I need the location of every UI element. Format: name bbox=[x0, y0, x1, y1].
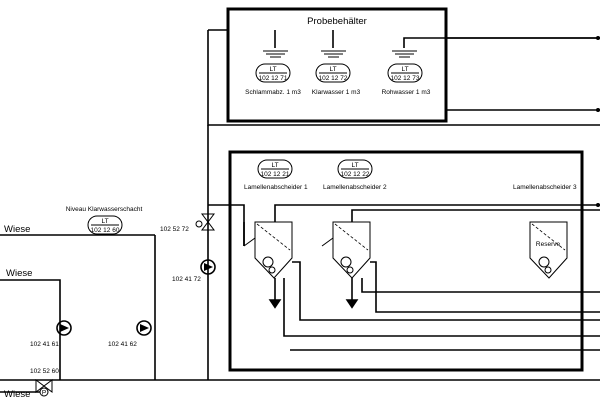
lamella-1-label: Lamellenabscheider 1 bbox=[244, 184, 308, 191]
pump-102-41-62-body bbox=[136, 320, 152, 336]
valve-bottom-label: 102 52 60 bbox=[30, 368, 59, 375]
middle-riser: 102 52 72 102 41 72 bbox=[160, 125, 216, 380]
lamella-container-frame bbox=[228, 150, 584, 372]
lamella-separator-3-body bbox=[529, 221, 568, 279]
probe-sensor-1-name: Schlammabz. 1 m3 bbox=[245, 89, 301, 96]
probe-sensor-1-id: 102 12 71 bbox=[259, 75, 288, 82]
shaft-title: Niveau Klarwasserschacht bbox=[66, 206, 143, 213]
lamella-separator-3-pump-inner bbox=[544, 266, 552, 274]
lamella-sensor-1-id: 102 12 21 bbox=[261, 171, 290, 178]
pipe-wiese-2 bbox=[0, 279, 61, 380]
probe-sensor-1-bubble bbox=[255, 63, 291, 83]
probe-tank-2 bbox=[321, 30, 346, 58]
valve-102-52-60-positioner bbox=[39, 387, 49, 397]
lamella-separator-1-pump-inner bbox=[268, 266, 276, 274]
wiese-label-3: Wiese bbox=[4, 389, 30, 400]
lamella-separator-3[interactable]: Reserve bbox=[529, 221, 568, 279]
pipe-end-dot-2 bbox=[596, 108, 600, 112]
lamella-sensor-2-bubble bbox=[337, 159, 373, 179]
lamella-sensor-1[interactable]: LT 102 12 21 bbox=[257, 159, 293, 179]
lamella-separator-2-inlet-stub bbox=[321, 237, 334, 247]
pipe-feed-lamella-1 bbox=[274, 204, 600, 222]
lamella-2-label: Lamellenabscheider 2 bbox=[323, 184, 387, 191]
pump-102-41-62-arrow bbox=[140, 324, 149, 332]
valve-top-label: 102 52 72 bbox=[160, 226, 189, 233]
pipe-outlet-lamella-2 bbox=[361, 278, 600, 293]
valve-102-52-72[interactable] bbox=[195, 213, 215, 231]
lamella-separator-1-body bbox=[254, 221, 293, 279]
lamella-separator-2-plates bbox=[334, 223, 369, 251]
probe-sensor-3[interactable]: LT 102 12 73 bbox=[387, 63, 423, 83]
pump-left-label: 102 41 61 bbox=[30, 341, 59, 348]
lamella-separator-2-pump-inner bbox=[346, 266, 354, 274]
lamella-separator-1-plates bbox=[256, 223, 291, 251]
probe-tank-3 bbox=[392, 37, 600, 58]
valve-102-52-60-body bbox=[35, 379, 53, 393]
lamella-separator-2[interactable] bbox=[321, 221, 371, 279]
valve-positioner-p: P bbox=[42, 390, 46, 397]
pump-102-41-72-arrow bbox=[204, 263, 213, 271]
valve-102-52-72-actuator bbox=[195, 220, 203, 228]
probe-sensor-2-tag: LT bbox=[329, 66, 336, 73]
probe-sensor-2-name: Klarwasser 1 m3 bbox=[312, 89, 361, 96]
pump-102-41-72[interactable] bbox=[200, 259, 216, 275]
lamella-separator-2-pump bbox=[340, 256, 352, 268]
lamella-sensor-1-tag: LT bbox=[271, 162, 278, 169]
probe-sensor-3-name: Rohwasser 1 m3 bbox=[382, 89, 431, 96]
lamella-3-label: Lamellenabscheider 3 bbox=[513, 184, 577, 191]
probe-container: Probebehälter bbox=[226, 7, 448, 123]
probe-sensor-1[interactable]: LT 102 12 71 bbox=[255, 63, 291, 83]
lamella-separator-3-reserve-label: Reserve bbox=[536, 241, 561, 248]
lamella-separator-1-pump bbox=[262, 256, 274, 268]
probe-tank-3-outlet bbox=[403, 37, 600, 48]
lamella-separator-3-plates bbox=[531, 223, 566, 251]
pump-102-41-61-body bbox=[56, 320, 72, 336]
shaft-sensor-tag: LT bbox=[101, 218, 108, 225]
pump-102-41-72-body bbox=[200, 259, 216, 275]
pipe-riser-to-lamella bbox=[208, 204, 245, 246]
lamella-sensor-2-id: 102 12 22 bbox=[341, 171, 370, 178]
pump-102-41-61[interactable] bbox=[56, 320, 72, 336]
lamella-separator-2-body bbox=[332, 221, 371, 279]
lamella-separator-1-inlet-stub bbox=[243, 237, 256, 247]
shaft-sensor[interactable]: LT 102 12 60 bbox=[87, 215, 123, 235]
shaft-sensor-id: 102 12 60 bbox=[91, 227, 120, 234]
lamella-sensor-1-bubble bbox=[257, 159, 293, 179]
probe-container-title: Probebehälter bbox=[307, 16, 367, 27]
probe-sensor-2-id: 102 12 72 bbox=[319, 75, 348, 82]
pump-right-label: 102 41 62 bbox=[108, 341, 137, 348]
pipe-outlet-lamella-1 bbox=[283, 278, 600, 337]
pump-102-41-61-arrow bbox=[60, 324, 69, 332]
probe-sensor-2[interactable]: LT 102 12 72 bbox=[315, 63, 351, 83]
lamella-sensor-2-tag: LT bbox=[351, 162, 358, 169]
pipe-feed-lamella-2 bbox=[351, 209, 600, 222]
lamella-separator-3-pump bbox=[538, 256, 550, 268]
wiese-label-2: Wiese bbox=[6, 268, 32, 279]
pump-102-41-62[interactable] bbox=[136, 320, 152, 336]
lamella-piping bbox=[268, 204, 600, 351]
probe-sensor-2-bubble bbox=[315, 63, 351, 83]
pipe-outlet-lamella-1b bbox=[292, 261, 600, 321]
pump-mid-label: 102 41 72 bbox=[172, 276, 201, 283]
probe-sensor-1-tag: LT bbox=[269, 66, 276, 73]
pipe-outlet-lamella-2b bbox=[370, 261, 600, 313]
probe-tank-1 bbox=[263, 30, 288, 58]
wiese-label-1: Wiese bbox=[4, 224, 30, 235]
probe-sensor-3-id: 102 12 73 bbox=[391, 75, 420, 82]
pipe-end-dot-1 bbox=[596, 36, 600, 40]
probe-sensor-3-bubble bbox=[387, 63, 423, 83]
lamella-separator-1[interactable] bbox=[243, 221, 293, 279]
valve-102-52-60[interactable]: P bbox=[35, 379, 53, 397]
lamella-sensor-2[interactable]: LT 102 12 22 bbox=[337, 159, 373, 179]
shaft-sensor-bubble bbox=[87, 215, 123, 235]
probe-sensor-3-tag: LT bbox=[401, 66, 408, 73]
probe-container-frame bbox=[226, 7, 448, 123]
valve-102-52-72-body bbox=[201, 213, 215, 231]
pipe-end-dot-3 bbox=[596, 203, 600, 207]
